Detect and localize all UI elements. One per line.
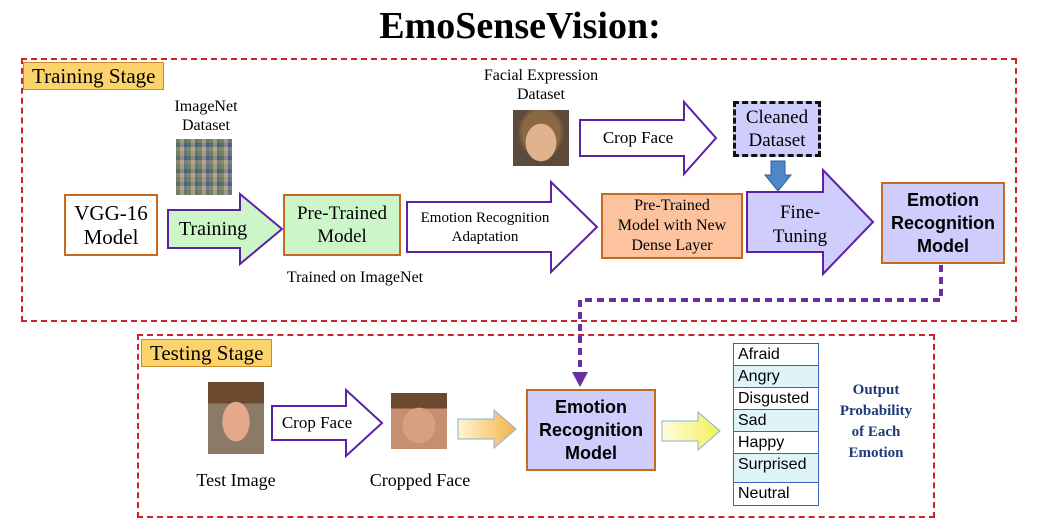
facial-dataset-face-image [513,110,569,166]
emotion-sad: Sad [734,410,818,432]
imagenet-thumbnail [176,139,232,195]
adaptation-arrow-label: Emotion Recognition Adaptation [420,210,550,245]
testing-crop-face-arrow [271,387,384,459]
finetuning-arrow-label: Fine- Tuning [772,202,828,247]
emotion-afraid: Afraid [734,344,818,366]
finetuning-arrow [746,167,875,277]
output-probability-text: Output Probability of Each Emotion [839,382,913,461]
testing-emotion-model-box: Emotion Recognition Model [526,389,656,471]
training-to-testing-connector [572,265,943,387]
vgg16-model-box: VGG-16 Model [64,194,158,256]
training-arrow-label: Training [178,217,248,240]
pretrained-new-dense-box: Pre-Trained Model with New Dense Layer [601,193,743,259]
facial-expression-caption: Facial Expression Dataset [483,67,599,103]
training-stage-frame [21,58,1017,322]
emotion-probability-list: Afraid Angry Disgusted Sad Happy Surpris… [733,343,819,506]
training-crop-face-label: Crop Face [602,128,674,147]
test-image-caption: Test Image [196,470,276,490]
testing-stage-frame [137,334,935,518]
training-arrow [167,191,284,267]
cleaned-dataset-box: Cleaned Dataset [733,101,821,157]
emotion-neutral: Neutral [734,483,818,505]
cropped-to-model-arrow [457,408,517,450]
emotion-happy: Happy [734,432,818,454]
training-emotion-model-box: Emotion Recognition Model [881,182,1005,264]
training-stage-label: Training Stage [23,62,165,90]
pretrained-model-box: Pre-Trained Model [283,194,401,256]
imagenet-caption: ImageNet Dataset [174,98,238,134]
trained-on-imagenet-caption: Trained on ImageNet [286,269,424,286]
training-crop-face-arrow [579,99,718,177]
emotion-angry: Angry [734,366,818,388]
emotion-disgusted: Disgusted [734,388,818,410]
testing-stage-label: Testing Stage [141,339,273,367]
cropped-face-caption: Cropped Face [369,470,471,490]
model-to-output-arrow [661,410,721,452]
cleaned-to-finetune-arrow [763,160,793,192]
diagram-title: EmoSenseVision: [379,5,661,47]
test-image-face [208,382,264,454]
testing-crop-face-label: Crop Face [281,413,353,432]
emotion-surprised: Surprised [734,454,818,483]
adaptation-arrow [406,179,599,275]
cropped-face-image [391,393,447,449]
